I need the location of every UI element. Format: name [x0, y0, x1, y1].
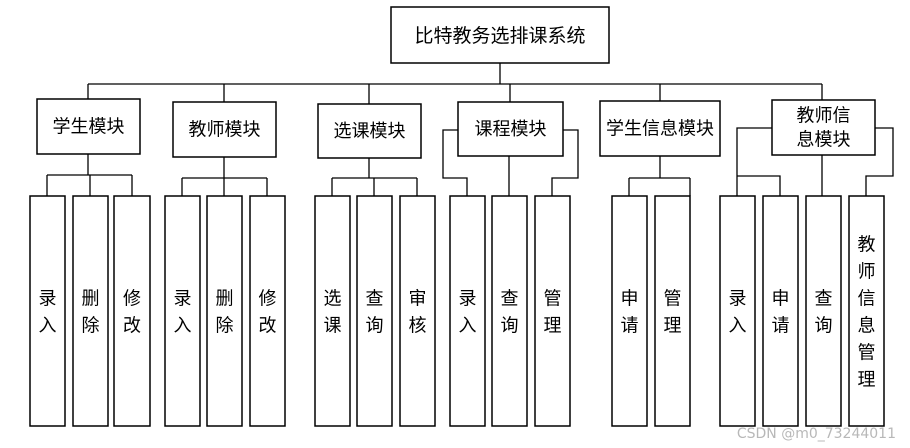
leaf-label: 录入: [459, 289, 477, 337]
root-node: 比特教务选排课系统: [390, 6, 610, 64]
connector-line: [442, 129, 468, 196]
leaf-node: 申请: [611, 195, 648, 427]
module-label: 选课模块: [334, 121, 406, 142]
leaf-node: 教师信息管理: [848, 195, 885, 427]
module-node: 教师模块: [172, 101, 277, 158]
module-label: 课程模块: [475, 119, 547, 140]
leaf-node: 修改: [113, 195, 151, 427]
module-node: 学生信息模块: [599, 100, 721, 157]
leaf-node: 查询: [356, 195, 393, 427]
leaf-node: 管理: [654, 195, 691, 427]
leaf-node: 录入: [29, 195, 66, 427]
leaf-label: 录入: [729, 289, 747, 337]
leaf-label: 修改: [259, 289, 277, 337]
leaf-label: 修改: [123, 289, 141, 337]
leaf-node: 修改: [249, 195, 286, 427]
leaf-label: 录入: [174, 289, 192, 337]
leaf-node: 查询: [491, 195, 528, 427]
leaf-node: 管理: [534, 195, 571, 427]
connector-line: [865, 127, 894, 196]
module-label: 教师信: [797, 106, 851, 127]
module-node: 学生模块: [36, 98, 141, 155]
leaf-label: 申请: [772, 289, 790, 337]
leaf-label: 教师信息管理: [858, 235, 876, 391]
leaf-node: 选课: [314, 195, 351, 427]
leaf-node: 审核: [399, 195, 436, 427]
leaf-label: 删除: [216, 289, 234, 337]
leaf-node: 查询: [805, 195, 842, 427]
connector-line: [551, 129, 579, 196]
leaf-label: 删除: [82, 289, 100, 337]
leaf-label: 申请: [621, 289, 639, 337]
module-label: 学生信息模块: [606, 119, 714, 140]
module-node: 选课模块: [317, 103, 422, 159]
leaf-node: 删除: [72, 195, 109, 427]
leaf-node: 申请: [762, 195, 799, 427]
leaf-label: 管理: [664, 289, 682, 337]
module-label: 教师模块: [189, 120, 261, 141]
leaf-label: 查询: [815, 289, 833, 337]
connector-line: [737, 175, 781, 196]
leaf-label: 审核: [409, 289, 427, 337]
root-label: 比特教务选排课系统: [414, 25, 585, 47]
leaf-label: 管理: [544, 289, 562, 337]
module-node: 课程模块: [457, 101, 564, 157]
module-label: 学生模块: [53, 117, 125, 138]
leaf-label: 选课: [324, 289, 342, 337]
leaf-node: 录入: [449, 195, 486, 427]
leaf-label: 查询: [366, 289, 384, 337]
leaf-label: 录入: [39, 289, 57, 337]
watermark-text: CSDN @m0_73244011: [736, 426, 896, 442]
leaf-node: 录入: [164, 195, 201, 427]
leaf-label: 查询: [501, 289, 519, 337]
leaf-node: 删除: [206, 195, 243, 427]
module-label: 息模块: [797, 130, 851, 151]
leaf-node: 录入: [719, 195, 756, 427]
connector-line: [736, 127, 772, 196]
